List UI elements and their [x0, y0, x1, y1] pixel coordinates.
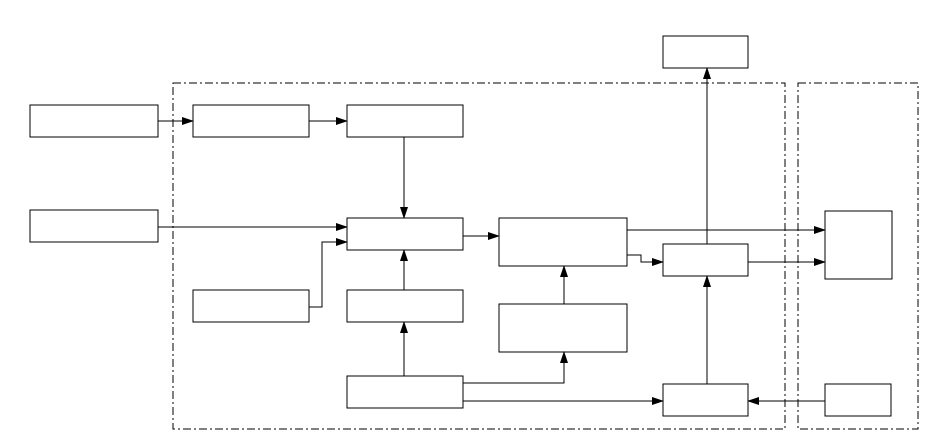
block-feedback-unit — [346, 289, 464, 323]
region-main — [172, 82, 786, 430]
region-right — [797, 82, 919, 430]
block-input-a — [29, 104, 159, 138]
block-output-device — [824, 210, 893, 280]
block-stage-a2 — [346, 104, 464, 138]
arrow-processor-to-switch — [627, 254, 664, 266]
block-aux-unit — [498, 303, 628, 353]
block-control-unit — [346, 375, 464, 409]
block-external-input — [824, 383, 892, 417]
block-top-output — [662, 35, 749, 69]
block-combiner — [346, 217, 464, 251]
block-input-b — [29, 209, 159, 243]
block-stage-a1 — [192, 104, 310, 138]
block-processor — [498, 217, 628, 267]
block-switch — [662, 243, 749, 277]
arrow-side-input-to-combiner — [309, 238, 348, 308]
arrow-control-to-aux — [463, 351, 568, 384]
block-side-input — [192, 289, 310, 323]
block-driver-unit — [662, 383, 749, 417]
